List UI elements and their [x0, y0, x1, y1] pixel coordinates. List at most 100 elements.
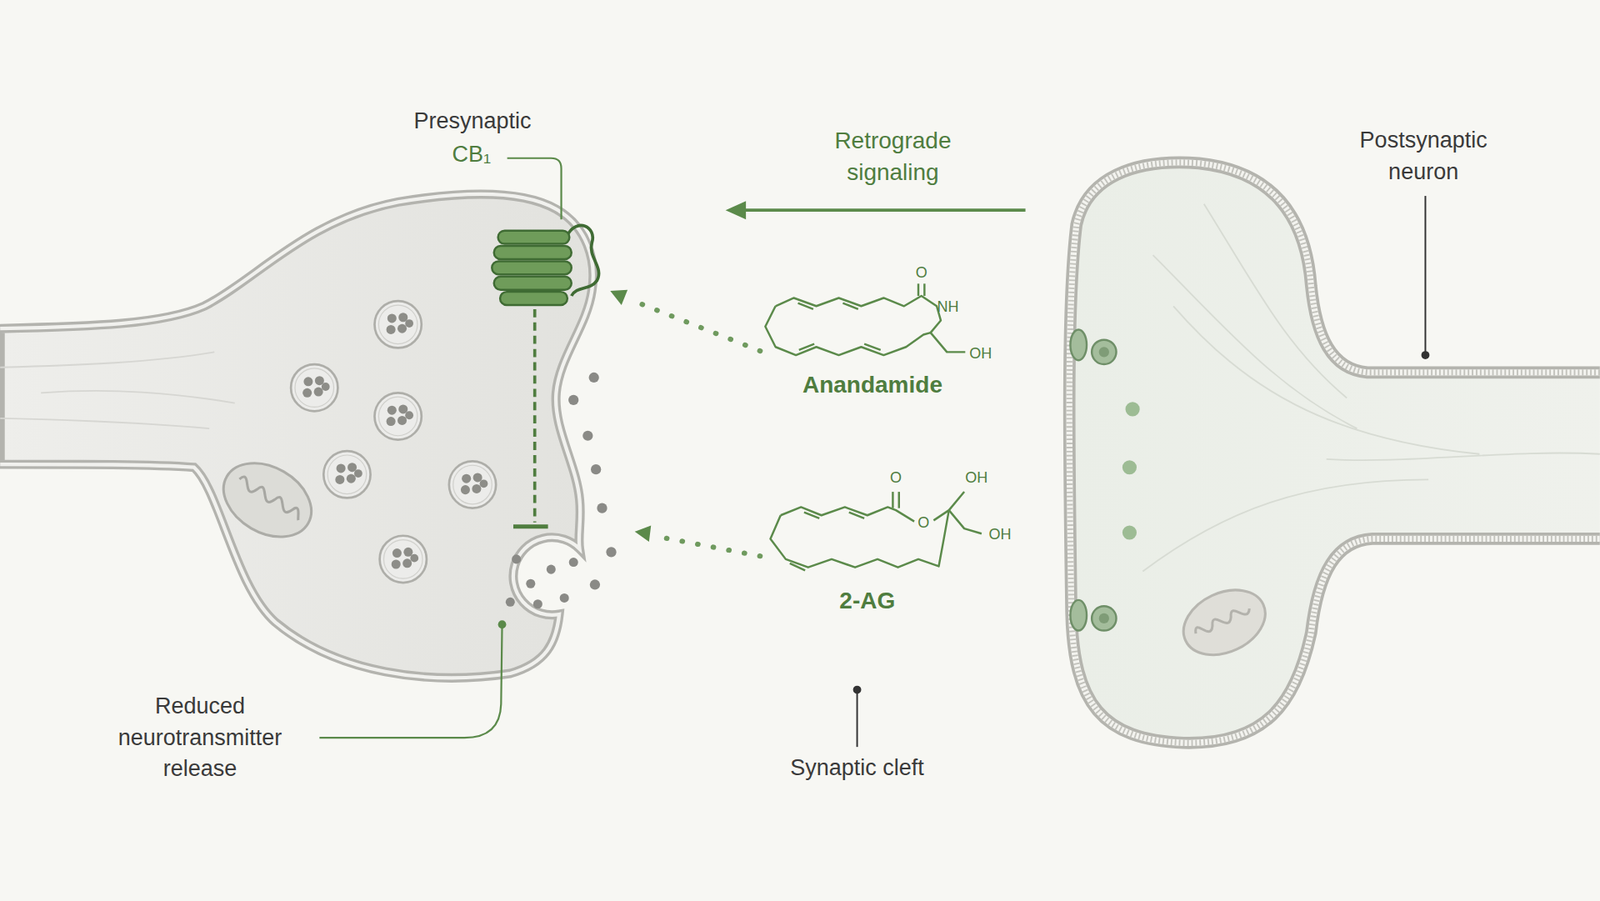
- callout-label: Postsynaptic neuron: [1334, 125, 1514, 188]
- neurotransmitter: [582, 430, 593, 441]
- mitochondrion: [210, 448, 325, 552]
- mitochondrion-outline: [1173, 577, 1276, 668]
- leader-line: [856, 690, 859, 747]
- neurotransmitter: [605, 546, 616, 557]
- receptor-helix: [491, 260, 571, 275]
- leader-dot: [1421, 350, 1430, 360]
- synaptic-vesicle: [380, 535, 427, 583]
- receptor-body: [1070, 600, 1087, 631]
- synaptic-vesicle: [290, 364, 338, 411]
- receptor-label: CB₁: [430, 139, 514, 170]
- receptor-head: [1091, 340, 1116, 365]
- arrowhead: [635, 525, 652, 542]
- atom-label: O: [905, 265, 939, 282]
- double-bond: [849, 512, 865, 519]
- neurotransmitters: [505, 372, 617, 609]
- receptor-body: [1070, 329, 1087, 360]
- endocannabinoid-dot: [1125, 401, 1140, 416]
- mitochondrion-outline: [210, 448, 325, 552]
- neurotransmitter: [596, 503, 607, 514]
- double-bond: [864, 344, 881, 350]
- retrograde-arrow: [740, 208, 1026, 212]
- leader-dot: [853, 685, 862, 695]
- postsynaptic-receptor: [1070, 329, 1116, 365]
- neurotransmitter: [568, 395, 579, 405]
- double-bond: [798, 303, 814, 310]
- leader-line: [507, 158, 562, 220]
- carbon-chain: [765, 305, 930, 355]
- leader-line: [319, 626, 502, 738]
- double-bond: [898, 491, 900, 509]
- presynaptic-terminal: [0, 194, 594, 678]
- leader-dot: [498, 620, 507, 629]
- molecule-name: Anandamide: [764, 368, 981, 401]
- synaptic-vesicle: [374, 392, 421, 440]
- neurotransmitter: [546, 565, 556, 575]
- mitochondrion-cristae: [1193, 604, 1251, 638]
- diffusion-path: [628, 299, 760, 351]
- endocannabinoid-dot: [1122, 460, 1137, 475]
- double-bond: [891, 491, 894, 509]
- postsynaptic-membrane: [1069, 162, 1600, 743]
- inhibition-bar: [513, 524, 549, 529]
- cb1-receptor: [491, 225, 599, 305]
- receptor-helix: [498, 230, 570, 245]
- cytoskeleton-fibers: [1142, 204, 1600, 572]
- atom-label: OH: [979, 526, 1021, 544]
- postsynaptic-neuron: [1069, 162, 1600, 743]
- molecule-name: 2-AG: [784, 585, 951, 618]
- endocannabinoid-dot: [1122, 525, 1137, 540]
- anandamide-structure: [765, 283, 965, 355]
- receptor-helix: [494, 276, 572, 290]
- carbon-chain: [770, 510, 949, 568]
- neurotransmitter: [511, 554, 521, 564]
- callout-label: Reduced neurotransmitter release: [98, 690, 303, 785]
- neurotransmitter: [569, 557, 579, 567]
- synaptic-vesicle: [323, 450, 370, 498]
- synaptic-vesicle: [374, 300, 421, 348]
- arrowhead: [725, 200, 746, 220]
- atom-label: OH: [955, 470, 998, 487]
- diffusion-path: [653, 535, 761, 556]
- neurotransmitter: [590, 579, 600, 590]
- neurotransmitter: [560, 593, 570, 603]
- receptor-core: [1099, 613, 1110, 624]
- double-bond: [804, 512, 820, 519]
- carbon-chain: [775, 295, 966, 352]
- double-bond: [842, 303, 858, 310]
- receptor-core: [1099, 346, 1110, 357]
- atom-label: OH: [960, 345, 1002, 363]
- arrowhead: [610, 290, 628, 305]
- inhibition-line: [533, 309, 537, 523]
- leader-line: [1424, 195, 1426, 354]
- receptor-head: [1091, 605, 1116, 630]
- double-bond: [923, 283, 925, 296]
- receptor-helix: [494, 245, 572, 260]
- postsynaptic-receptor: [1070, 600, 1116, 631]
- neurotransmitter: [505, 597, 515, 607]
- neurotransmitter: [589, 372, 600, 383]
- double-bond: [790, 563, 805, 571]
- mitochondrion: [1173, 577, 1276, 668]
- presynaptic-membrane: [0, 194, 594, 678]
- lipid-bilayer: [1069, 162, 1600, 743]
- synaptic-vesicle: [449, 460, 496, 508]
- 2ag-structure: [770, 491, 981, 570]
- double-bond: [799, 344, 815, 350]
- atom-label: O: [906, 515, 940, 532]
- neurotransmitter: [590, 464, 601, 475]
- carbon-chain: [949, 510, 982, 534]
- carbon-chain: [933, 491, 965, 520]
- neurotransmitter: [533, 599, 543, 609]
- axon-fibers: [0, 351, 235, 429]
- callout-label: Synaptic cleft: [749, 752, 966, 784]
- callout-label: Presynaptic: [389, 105, 556, 137]
- double-bond: [917, 283, 920, 296]
- mitochondrion-cristae: [236, 475, 305, 520]
- receptor-helix: [500, 291, 568, 305]
- neurotransmitter: [525, 579, 535, 589]
- carbon-chain: [780, 506, 915, 521]
- process-label: Retrograde signaling: [803, 125, 983, 190]
